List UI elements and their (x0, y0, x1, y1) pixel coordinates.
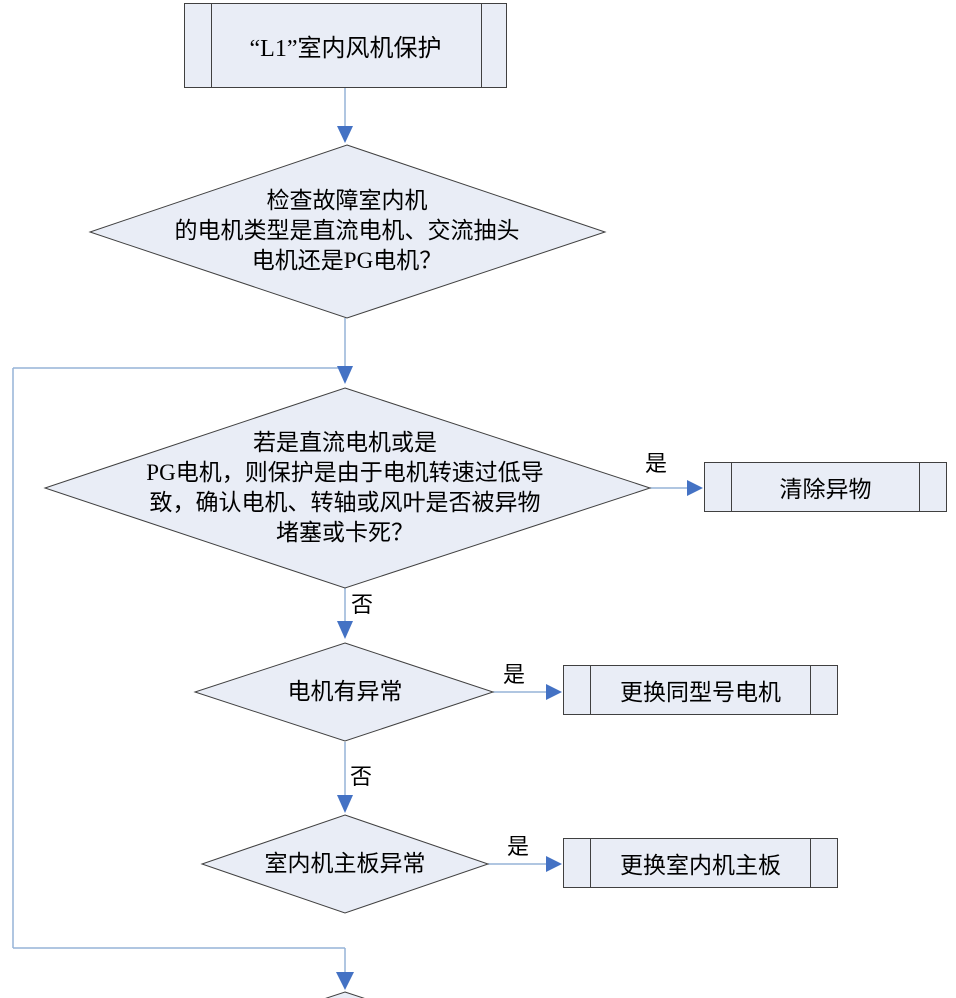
arrow-right-icon (546, 684, 562, 700)
action-replace-motor-label: 更换同型号电机 (620, 680, 781, 705)
action-replace-mainboard-label: 更换室内机主板 (620, 853, 781, 878)
side-bar-left (731, 463, 732, 511)
arrow-right-icon (546, 856, 562, 872)
decision3-no-label: 否 (350, 764, 373, 789)
decision3-yes-label: 是 (503, 662, 526, 687)
side-bar-right (919, 463, 920, 511)
arrow-down-icon (336, 972, 354, 990)
decision1-label: 检查故障室内机 的电机类型是直流电机、交流抽头 电机还是PG电机？ (174, 188, 520, 273)
arrow-down-icon (337, 366, 353, 384)
arrow-right-icon (687, 480, 703, 496)
decision4-label: 室内机主板异常 (264, 851, 426, 876)
action-replace-motor-node: 更换同型号电机 (563, 665, 838, 715)
action-replace-mainboard-node: 更换室内机主板 (563, 838, 838, 888)
decision2-diamond (43, 387, 652, 589)
decision2-yes-label: 是 (645, 451, 668, 476)
arrow-down-icon (337, 621, 353, 639)
decision3-label: 电机有异常 (287, 679, 403, 704)
side-bar-left (211, 4, 212, 87)
arrow-down-icon (337, 795, 353, 813)
decision2-no-label: 否 (351, 592, 374, 617)
arrow-down-icon (337, 126, 353, 143)
action-clear-debris-label: 清除异物 (779, 477, 872, 502)
side-bar-right (810, 839, 811, 887)
side-bar-right (810, 666, 811, 714)
start-node: “L1”室内风机保护 (184, 3, 507, 88)
decision4-yes-label: 是 (507, 834, 530, 859)
side-bar-right (481, 4, 482, 87)
side-bar-left (590, 666, 591, 714)
bottom-decision-diamond-partial (325, 991, 365, 998)
decision3-diamond (193, 642, 495, 742)
start-node-label: “L1”室内风机保护 (249, 36, 442, 62)
decision4-diamond (200, 814, 490, 914)
side-bar-left (590, 839, 591, 887)
action-clear-debris-node: 清除异物 (704, 462, 947, 512)
decision1-diamond (88, 144, 607, 319)
decision2-label: 若是直流电机或是 PG电机，则保护是由于电机转速过低导 致，确认电机、转轴或风叶… (146, 430, 544, 545)
